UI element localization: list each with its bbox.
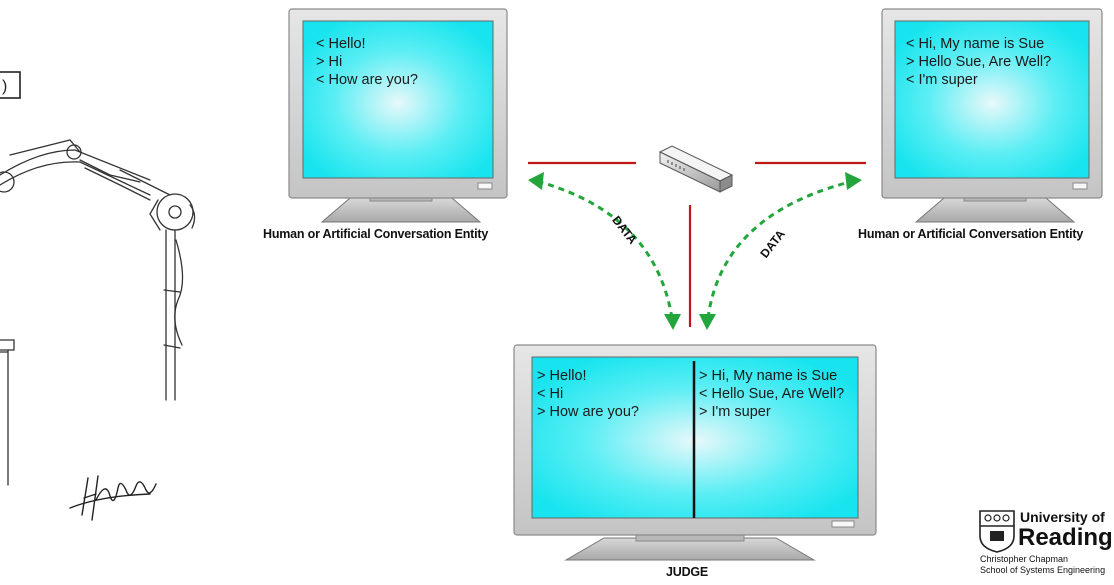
sketch-box-text: ) bbox=[2, 78, 7, 95]
judge-right-line-3: > I'm super bbox=[699, 404, 771, 420]
judge-chat-right: > Hi, My name is Sue < Hello Sue, Are We… bbox=[699, 367, 844, 421]
artist-signature bbox=[69, 475, 157, 521]
left-monitor-power bbox=[477, 182, 493, 190]
right-monitor-caption: Human or Artificial Conversation Entity bbox=[858, 227, 1084, 241]
judge-caption: JUDGE bbox=[666, 565, 709, 579]
arrow-right-curve bbox=[706, 180, 851, 319]
data-label-left: DATA bbox=[609, 213, 640, 247]
left-monitor-caption: Human or Artificial Conversation Entity bbox=[263, 227, 489, 241]
left-chat-line-1: < Hello! bbox=[316, 36, 366, 52]
arrowhead-left-bottom bbox=[664, 314, 681, 330]
judge-left-line-1: > Hello! bbox=[537, 368, 587, 384]
arrow-left-curve bbox=[539, 180, 674, 319]
judge-right-line-1: > Hi, My name is Sue bbox=[699, 368, 838, 384]
right-chat-line-3: < I'm super bbox=[906, 72, 978, 88]
network-cables bbox=[528, 161, 866, 327]
school-name: School of Systems Engineering bbox=[980, 565, 1106, 575]
data-label-right: DATA bbox=[757, 227, 788, 261]
judge-left-line-2: < Hi bbox=[537, 386, 564, 402]
sketch-box bbox=[0, 71, 21, 99]
judge-chat-left: > Hello! < Hi > How are you? bbox=[537, 367, 639, 421]
network-switch-icon bbox=[658, 145, 734, 193]
arrowhead-left-top bbox=[528, 172, 544, 190]
left-monitor bbox=[288, 8, 508, 223]
right-chat-line-1: < Hi, My name is Sue bbox=[906, 36, 1045, 52]
university-name-line1: University of bbox=[1020, 509, 1105, 525]
author-name: Christopher Chapman bbox=[980, 554, 1069, 564]
judge-monitor bbox=[513, 344, 877, 561]
left-monitor-screen bbox=[302, 20, 494, 179]
left-chat-line-3: < How are you? bbox=[316, 72, 418, 88]
right-monitor bbox=[881, 8, 1103, 223]
left-chat-line-2: > Hi bbox=[316, 54, 343, 70]
robot-arm-sketch bbox=[0, 71, 196, 486]
right-monitor-power bbox=[1072, 182, 1088, 190]
arrowhead-right-bottom bbox=[699, 314, 716, 330]
arrowheads bbox=[528, 172, 862, 330]
judge-right-line-2: < Hello Sue, Are Well? bbox=[699, 386, 845, 402]
right-monitor-chat: < Hi, My name is Sue > Hello Sue, Are We… bbox=[906, 35, 1051, 89]
judge-monitor-power bbox=[831, 520, 855, 528]
university-name-line2: Reading bbox=[1018, 525, 1113, 551]
university-crest-icon bbox=[979, 510, 1015, 553]
arrowhead-right-top bbox=[845, 172, 862, 190]
right-monitor-screen bbox=[894, 20, 1090, 179]
judge-left-line-3: > How are you? bbox=[537, 404, 639, 420]
right-chat-line-2: > Hello Sue, Are Well? bbox=[906, 54, 1052, 70]
left-monitor-chat: < Hello! > Hi < How are you? bbox=[316, 35, 418, 89]
data-flow-arrows bbox=[539, 180, 851, 319]
